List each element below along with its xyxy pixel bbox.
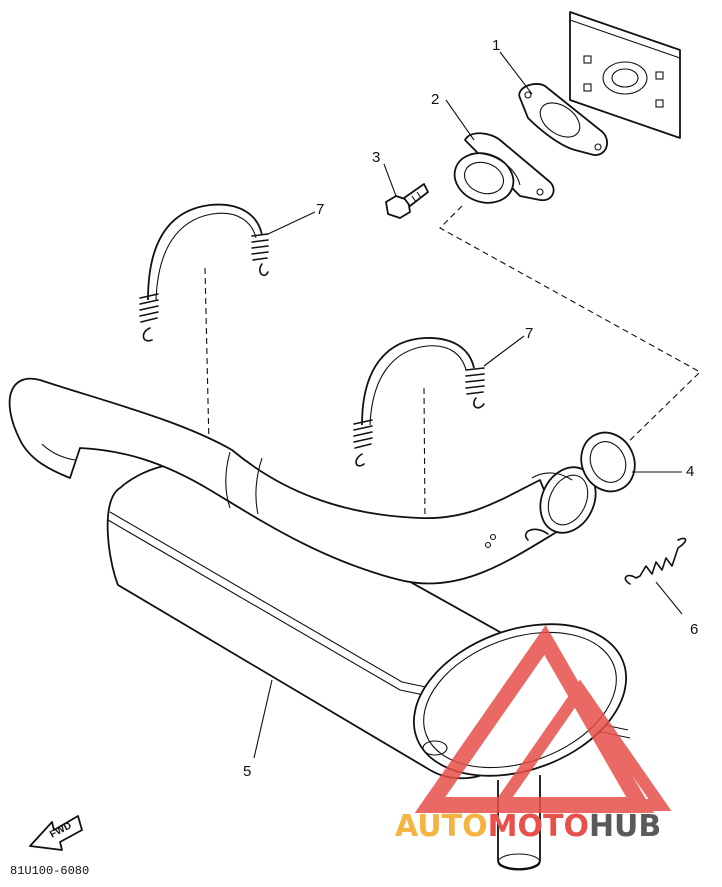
callout-1: 1 — [492, 37, 500, 54]
damper-hose-part-7-lower[interactable] — [353, 337, 485, 467]
callout-4: 4 — [686, 463, 694, 480]
gasket-part-1[interactable] — [518, 83, 608, 156]
spring-part-6[interactable] — [624, 537, 687, 585]
leader-lines — [253, 51, 683, 759]
callout-3: 3 — [372, 149, 380, 166]
watermark-auto: AUTO — [395, 809, 488, 844]
callout-6: 6 — [690, 621, 698, 638]
muffler-part-5[interactable] — [8, 377, 648, 871]
gasket-ring-part-4[interactable] — [572, 424, 644, 500]
cylinder-mounting-plate — [569, 11, 681, 139]
watermark-logo — [414, 625, 672, 813]
callout-7-upper: 7 — [316, 201, 324, 218]
watermark-moto: MOTO — [488, 809, 589, 844]
guide-line-hose-lower — [423, 387, 426, 521]
watermark-text: AUTOMOTOHUB — [395, 809, 661, 844]
bolt-part-3[interactable] — [385, 183, 429, 219]
exhaust-joint-part-2[interactable] — [448, 132, 555, 211]
forward-direction-arrow: FWD — [29, 815, 83, 851]
callout-2: 2 — [431, 91, 439, 108]
watermark-hub: HUB — [589, 809, 661, 844]
callout-5: 5 — [243, 763, 251, 780]
callout-7-lower: 7 — [525, 325, 533, 342]
diagram-code: 81U100-6080 — [10, 864, 89, 878]
damper-hose-part-7-upper[interactable] — [139, 203, 269, 342]
guide-line-joint-to-gasket — [439, 205, 701, 451]
